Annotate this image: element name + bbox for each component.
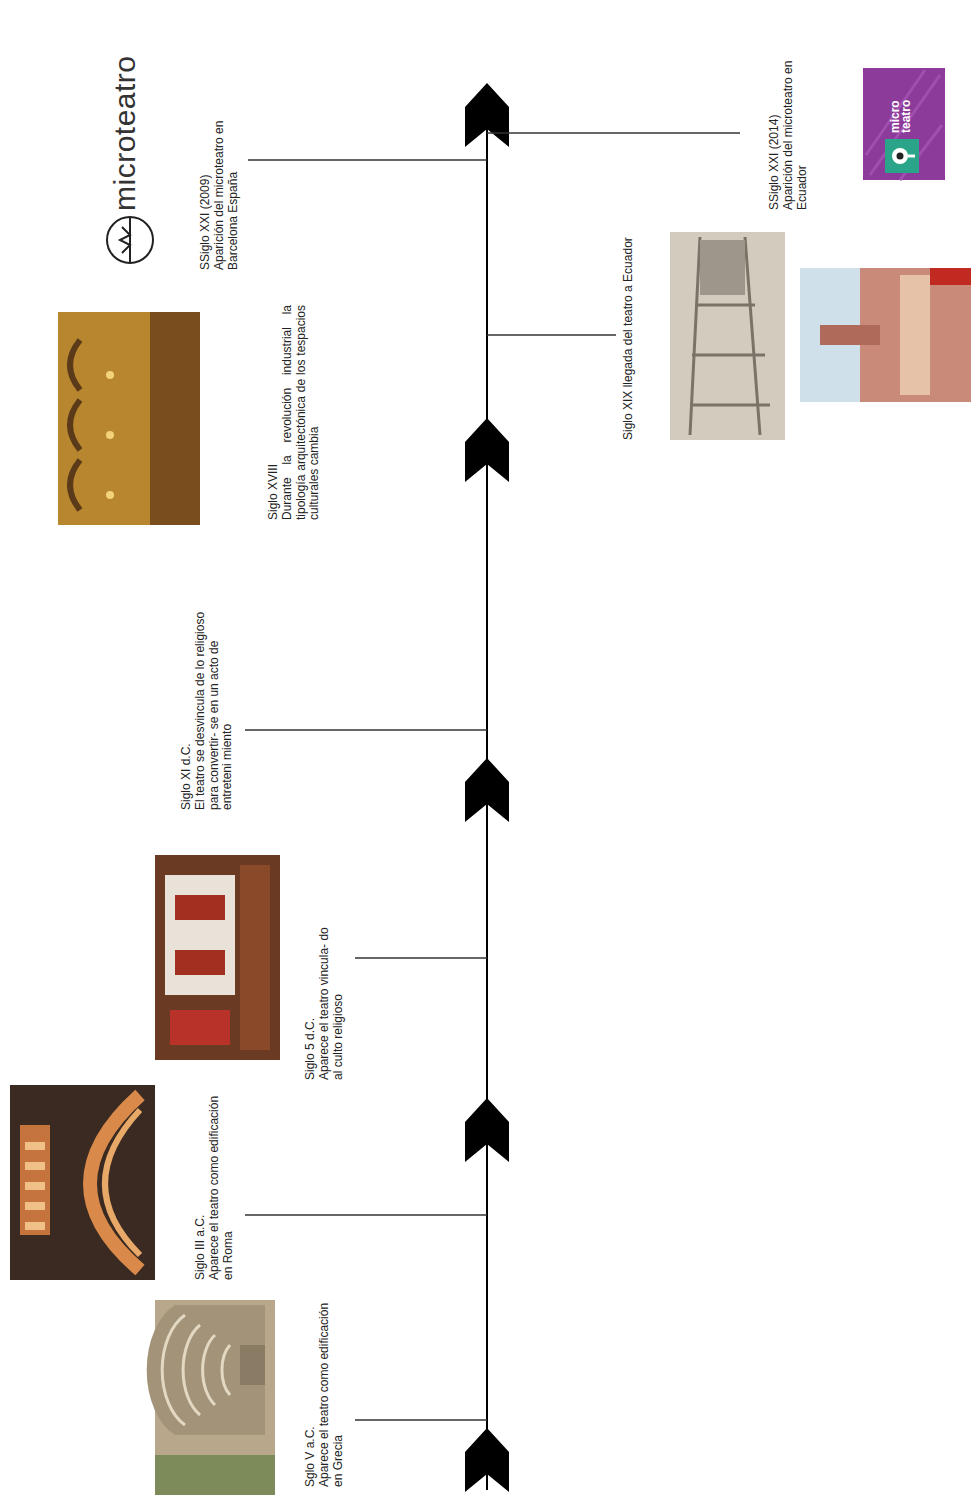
timeline-label: Siglo 5 d.C.: [304, 915, 318, 1080]
timeline-label: Aparición del microteatro en Barcelona E…: [213, 80, 241, 270]
tick-lines: [245, 133, 740, 1420]
label-group: Siglo XI d.C.El teatro se desvincula de …: [180, 605, 235, 810]
roman-theatre-photo: [10, 1085, 155, 1280]
label-group: microteatro: [108, 55, 141, 211]
timeline-label: Siglo III a.C.: [194, 1085, 208, 1280]
timeline-label: Aparece el teatro como edificación en Gr…: [318, 1302, 346, 1487]
label-group: SSiglo XXI (2014)Aparición del microteat…: [768, 30, 809, 210]
church-photo: [155, 855, 280, 1060]
label-group: Siglo XIX llegada del teatro a Ecuador: [622, 235, 636, 440]
timeline-label: Siglo XVIII: [267, 305, 281, 520]
timeline-label: Aparición del microteatro en Ecuador: [782, 30, 810, 210]
label-group: Siglo XVIIIDurante la revolución industr…: [267, 305, 322, 520]
label-group: Siglo III a.C.Aparece el teatro como edi…: [194, 1085, 235, 1280]
timeline-label: Siglo XIX llegada del teatro a Ecuador: [622, 235, 636, 440]
label-group: micro teatro: [890, 88, 913, 133]
microteatro-ecuador-logo: [863, 68, 945, 180]
greek-theatre-photo: [147, 1300, 275, 1495]
timeline-label: El teatro se desvincula de lo religioso …: [194, 605, 235, 810]
logo-text: micro teatro: [890, 88, 913, 133]
timeline-label: Sglo V a.C.: [304, 1302, 318, 1487]
timeline-label: Aparece el teatro vincula- do al culto r…: [318, 915, 346, 1080]
microteatro-logo-symbol: [107, 217, 153, 263]
timeline-label: SSiglo XXI (2014): [768, 30, 782, 210]
colonial-street-photo: [800, 268, 971, 402]
timeline-label: SSiglo XXI (2009): [199, 80, 213, 270]
old-street-photo: [670, 232, 785, 440]
logo-text: microteatro: [108, 55, 141, 211]
timeline-label: Siglo XI d.C.: [180, 605, 194, 810]
label-group: Siglo 5 d.C.Aparece el teatro vincula- d…: [304, 915, 345, 1080]
chevron-markers: [465, 83, 509, 1492]
timeline-label: Durante la revolución industrial la tipo…: [281, 305, 322, 520]
label-group: SSiglo XXI (2009)Aparición del microteat…: [199, 80, 240, 270]
timeline-label: Aparece el teatro como edificación en Ro…: [208, 1085, 236, 1280]
label-group: Sglo V a.C.Aparece el teatro como edific…: [304, 1302, 345, 1487]
opera-hall-photo: [58, 312, 200, 525]
